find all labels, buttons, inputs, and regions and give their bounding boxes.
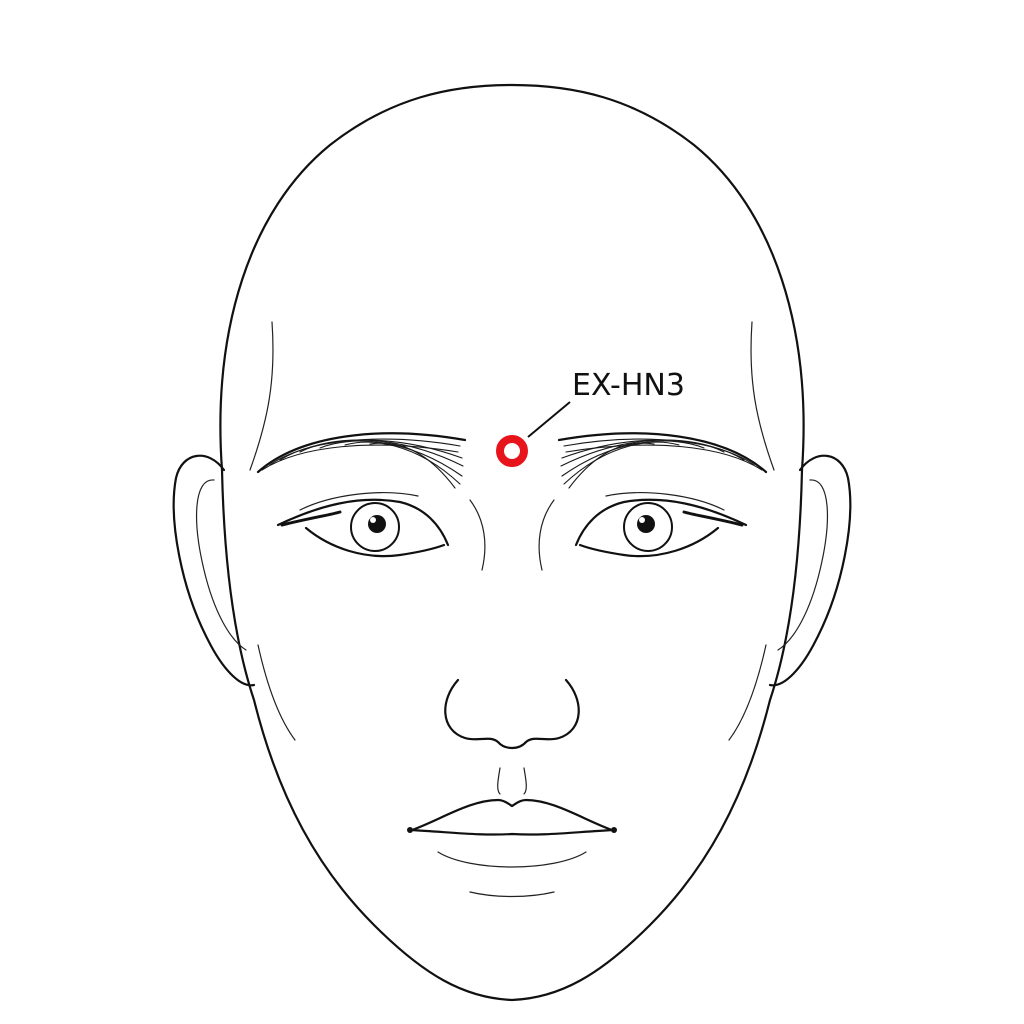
ex-hn3-point	[496, 435, 528, 467]
right-pupil	[637, 515, 655, 533]
point-label: EX-HN3	[572, 368, 685, 403]
philtrum	[497, 767, 527, 795]
right-ear-outline	[768, 454, 852, 687]
left-lower-eyelid	[304, 526, 446, 558]
left-eye	[276, 492, 450, 558]
right-upper-eyelid	[574, 498, 748, 547]
right-eyebrow	[557, 432, 768, 489]
nose-bridge-right	[538, 499, 555, 571]
right-cheek-line	[728, 644, 767, 741]
acupoint-marker: EX-HN3	[496, 368, 685, 467]
right-ear-inner	[777, 479, 828, 651]
lip-line	[408, 828, 616, 836]
left-ear	[172, 454, 256, 687]
left-eyebrow	[256, 432, 467, 489]
left-ear-outline	[172, 454, 256, 687]
left-ear-inner	[196, 479, 247, 651]
right-eye	[574, 492, 748, 558]
upper-lip	[410, 798, 614, 832]
right-temple-line	[750, 321, 775, 471]
right-lower-eyelid	[578, 526, 720, 558]
left-iris	[350, 502, 400, 552]
lower-lip	[437, 851, 587, 868]
right-ear	[768, 454, 852, 687]
left-pupil	[368, 515, 386, 533]
left-temple-line	[249, 321, 274, 471]
right-iris	[623, 502, 673, 552]
mouth	[407, 798, 617, 898]
leader-line	[527, 401, 571, 438]
nose-bridge-left	[469, 499, 486, 571]
nose-tip	[444, 678, 580, 750]
nose	[444, 499, 580, 750]
left-upper-eyelid	[276, 498, 450, 547]
head	[219, 83, 805, 1002]
left-cheek-line	[257, 644, 296, 741]
head-outline	[219, 83, 805, 1002]
chin-line	[469, 891, 555, 898]
